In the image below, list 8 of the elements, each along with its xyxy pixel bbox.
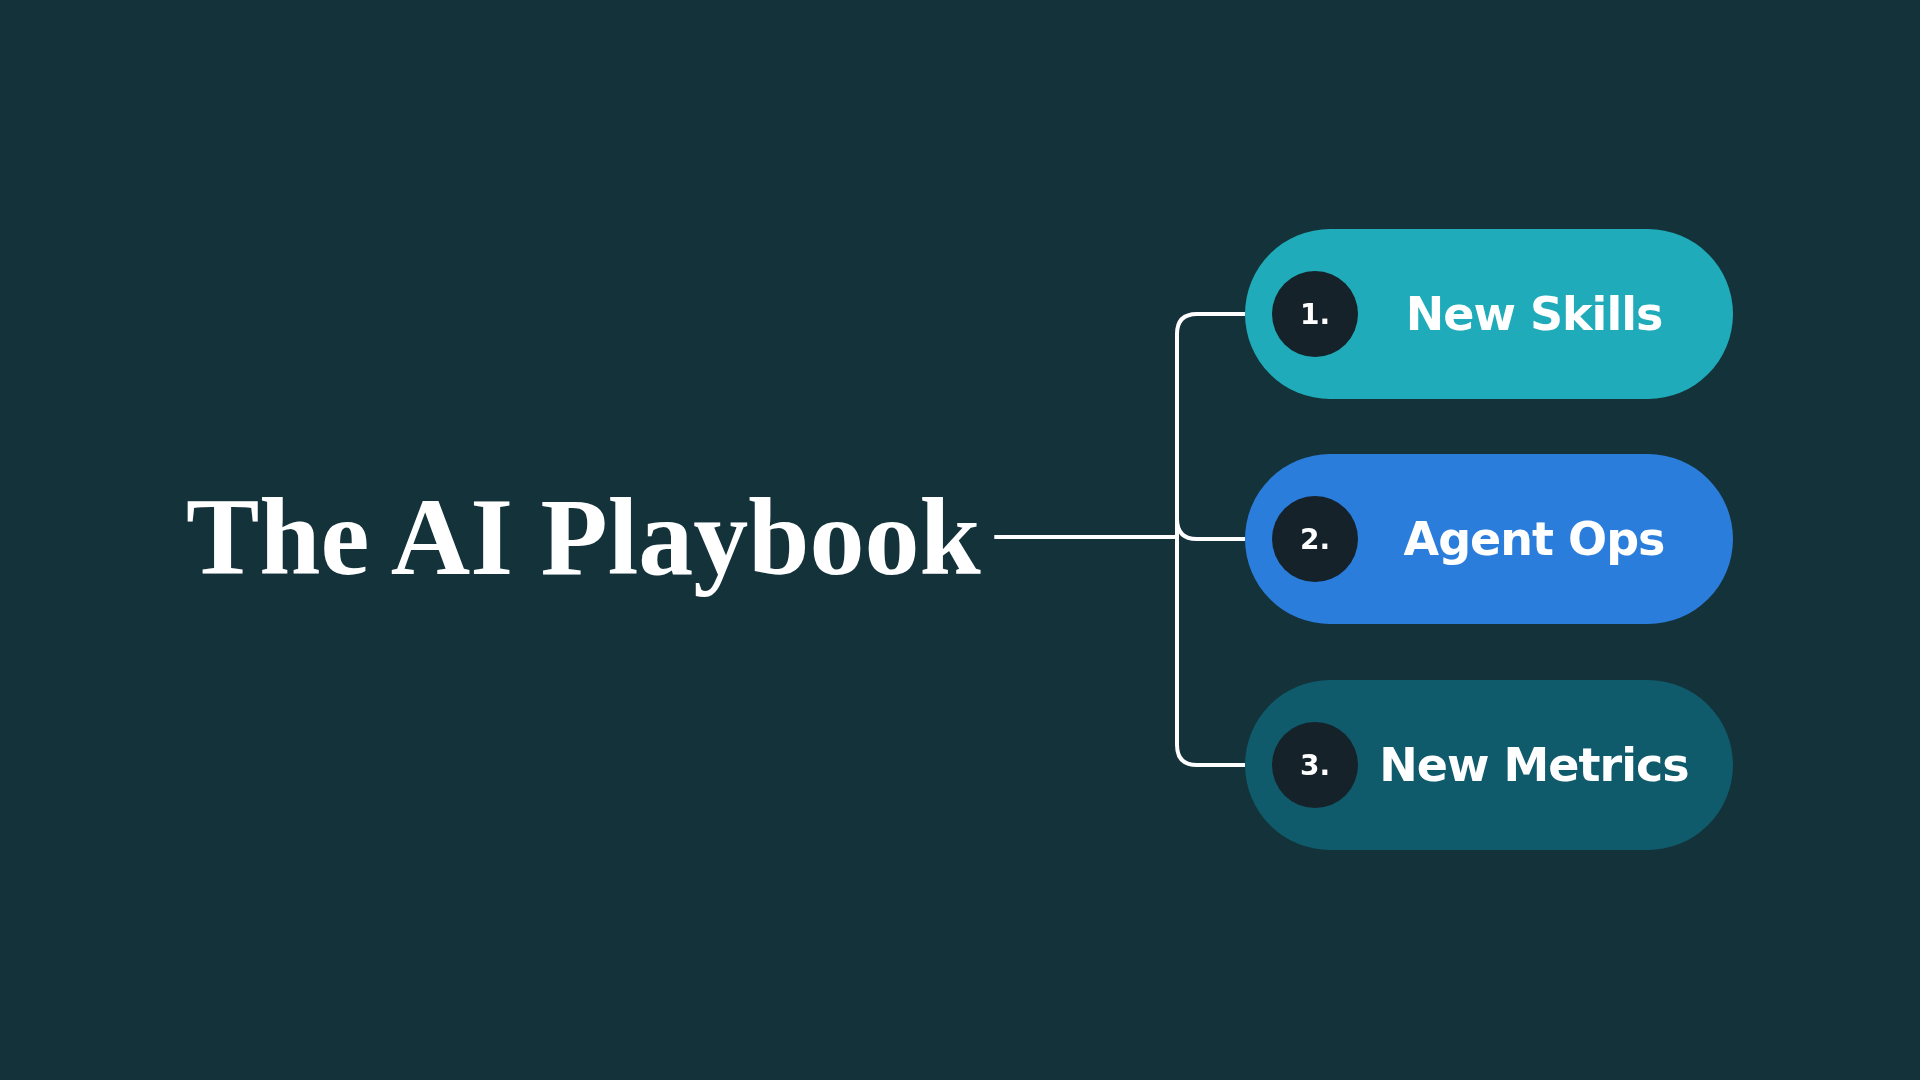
step-label: New Metrics — [1378, 738, 1690, 792]
title-text: The AI Playbook — [186, 477, 981, 597]
step-number: 2. — [1299, 522, 1331, 556]
step-label: New Skills — [1404, 287, 1664, 341]
connector-line — [994, 535, 1245, 767]
step-number: 3. — [1299, 748, 1331, 782]
step-number: 1. — [1299, 297, 1331, 331]
step-label: Agent Ops — [1402, 512, 1666, 566]
